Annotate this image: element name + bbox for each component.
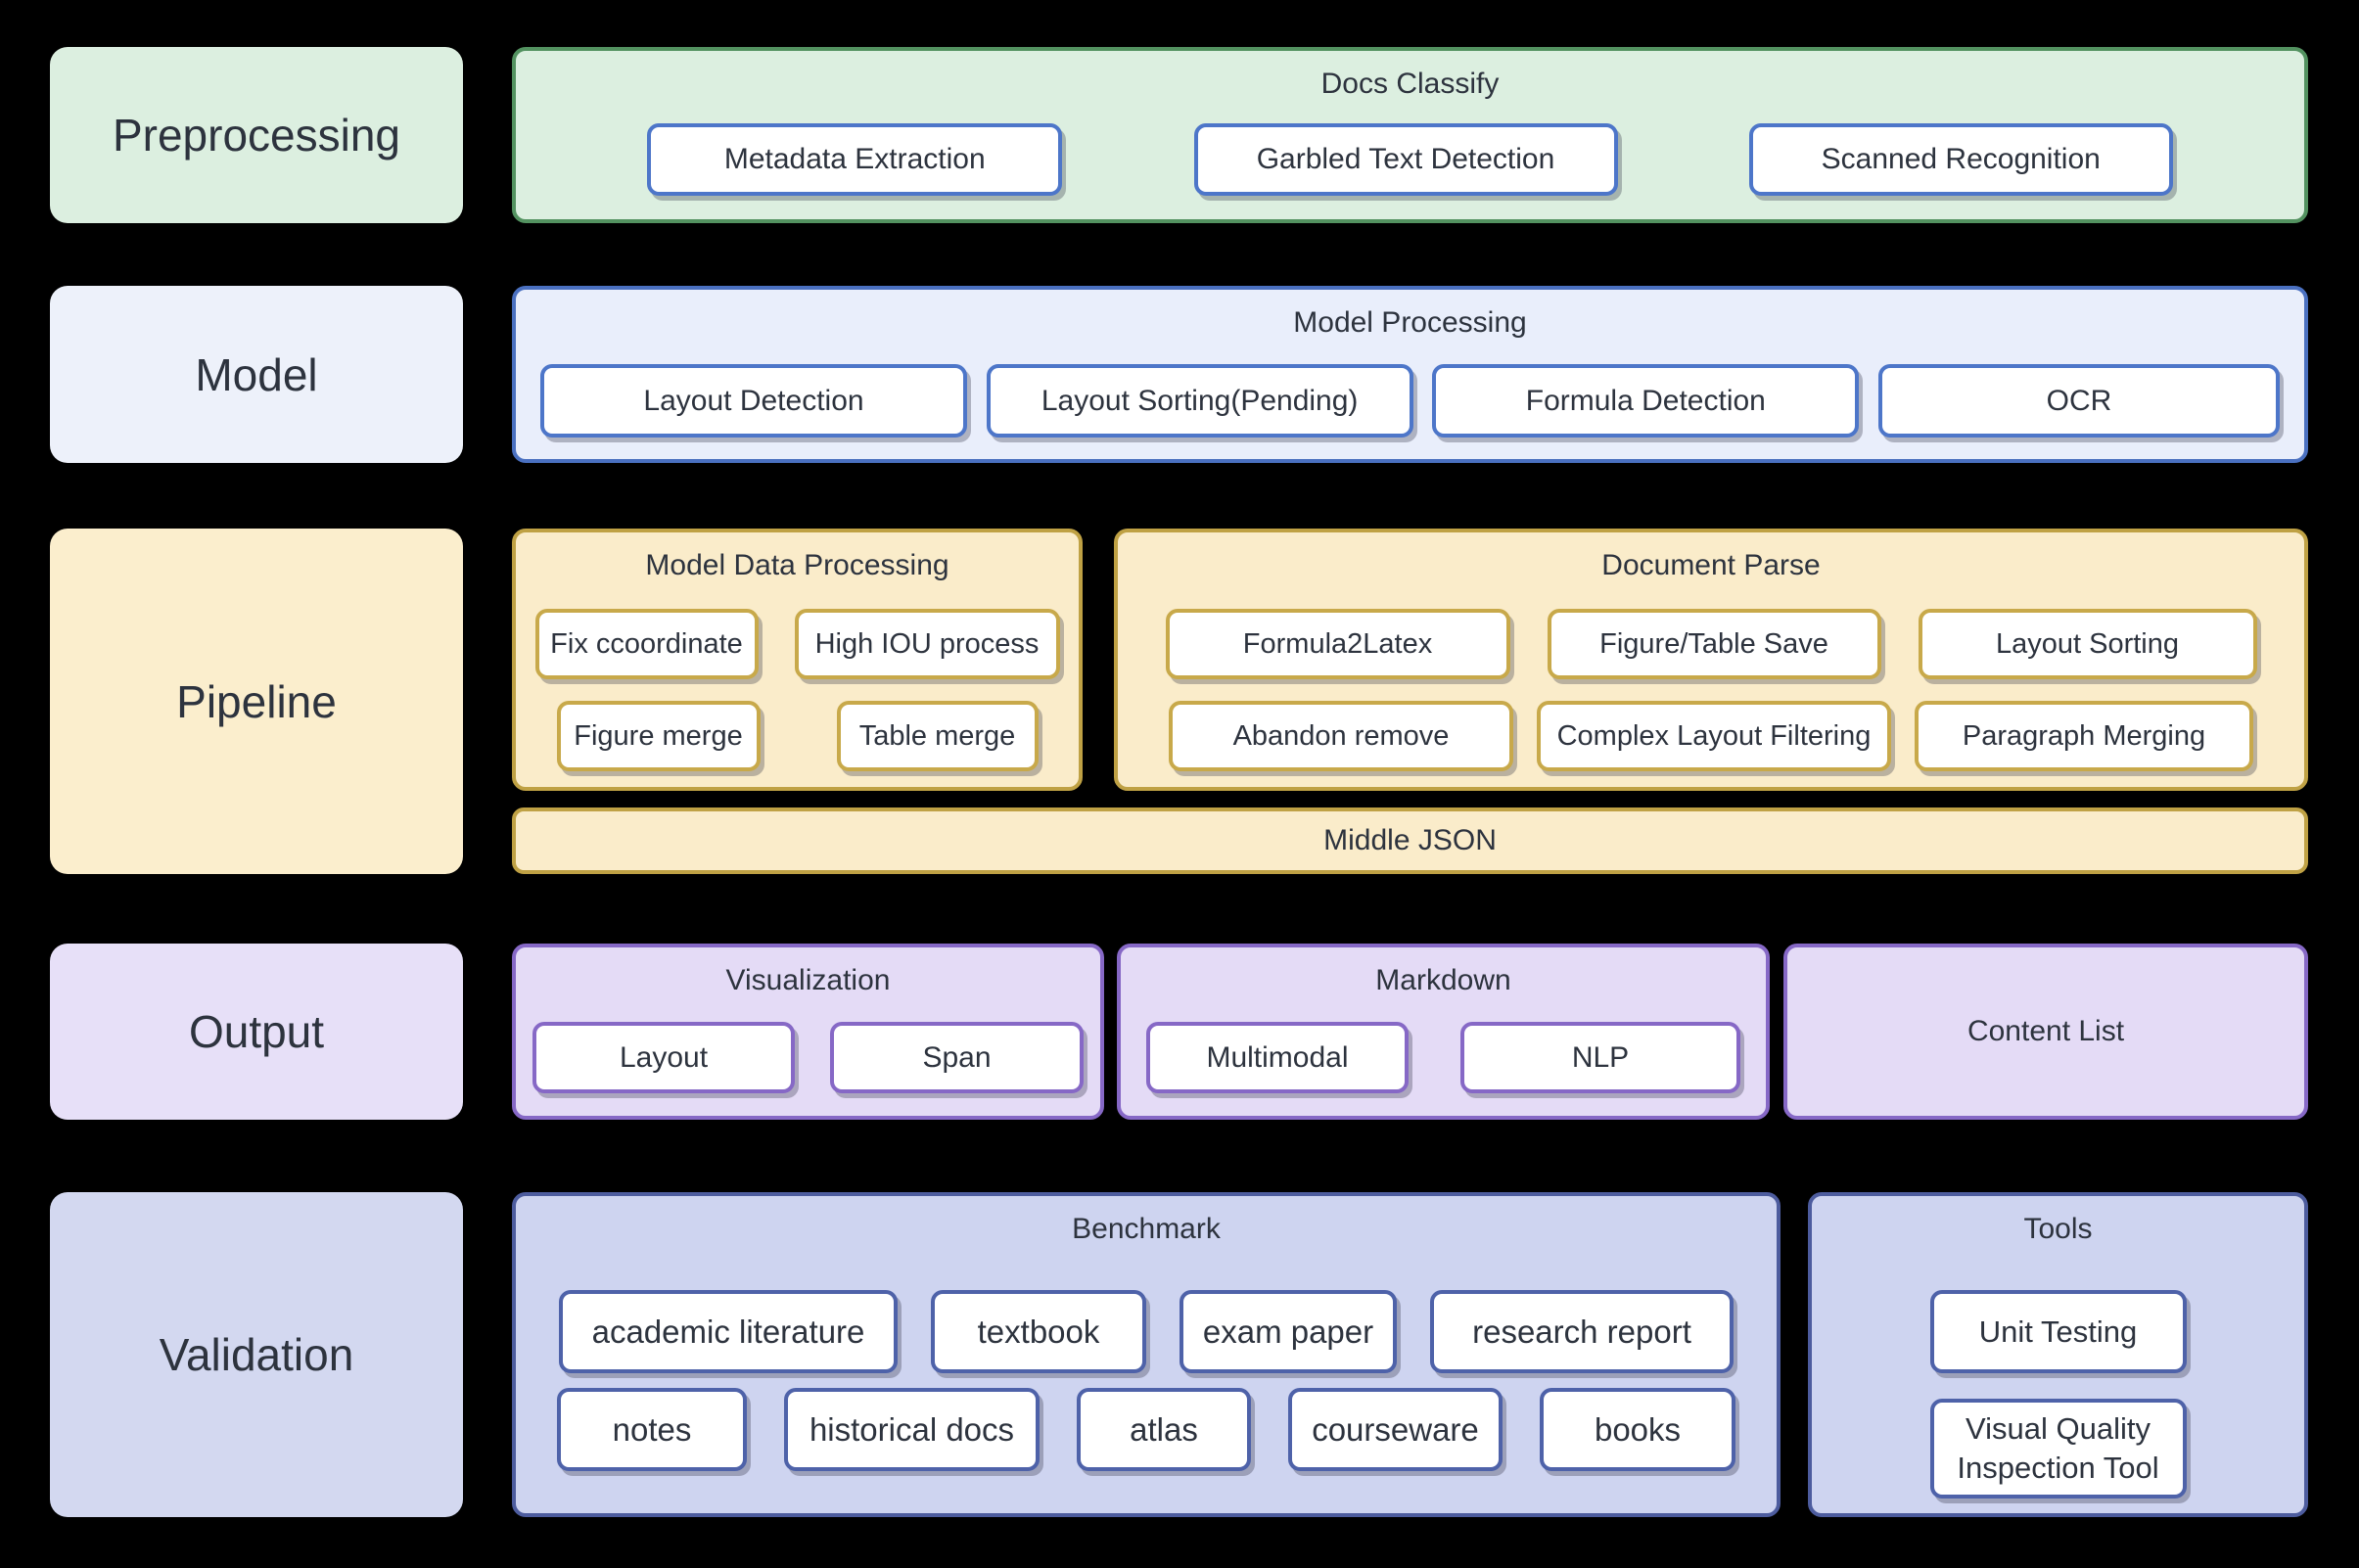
label-pipeline: Pipeline bbox=[50, 529, 463, 874]
node-table-merge: Table merge bbox=[836, 701, 1039, 771]
node-formula-detection: Formula Detection bbox=[1432, 364, 1860, 438]
node-ocr: OCR bbox=[1877, 364, 2280, 438]
group-document-parse: Document Parse Formula2Latex Figure/Tabl… bbox=[1114, 529, 2308, 791]
group-title: Document Parse bbox=[1601, 549, 1821, 581]
group-docs-classify: Docs Classify Metadata Extraction Garble… bbox=[512, 47, 2308, 223]
label-validation: Validation bbox=[50, 1192, 463, 1517]
node-layout: Layout bbox=[532, 1022, 795, 1093]
model-processing-nodes: Layout Detection Layout Sorting(Pending)… bbox=[516, 364, 2304, 438]
node-scanned-recognition: Scanned Recognition bbox=[1748, 123, 2173, 196]
group-title: Docs Classify bbox=[1320, 68, 1500, 100]
node-atlas: atlas bbox=[1077, 1388, 1251, 1471]
node-span: Span bbox=[830, 1022, 1084, 1093]
dp-row-1: Formula2Latex Figure/Table Save Layout S… bbox=[1118, 609, 2304, 679]
tools-row-2: Visual Quality Inspection Tool bbox=[1812, 1399, 2304, 1499]
node-figure-merge: Figure merge bbox=[556, 701, 761, 771]
node-visual-quality-inspection-tool: Visual Quality Inspection Tool bbox=[1929, 1399, 2187, 1499]
node-abandon-remove: Abandon remove bbox=[1169, 701, 1513, 771]
group-benchmark: Benchmark academic literature textbook e… bbox=[512, 1192, 1781, 1517]
node-formula2latex: Formula2Latex bbox=[1165, 609, 1510, 679]
label-output: Output bbox=[50, 944, 463, 1120]
node-high-iou-process: High IOU process bbox=[794, 609, 1060, 679]
node-academic-literature: academic literature bbox=[559, 1290, 898, 1373]
node-research-report: research report bbox=[1430, 1290, 1734, 1373]
benchmark-row-2: notes historical docs atlas courseware b… bbox=[516, 1388, 1777, 1471]
node-paragraph-merging: Paragraph Merging bbox=[1915, 701, 2253, 771]
middle-json-bar: Middle JSON bbox=[512, 807, 2308, 874]
node-layout-sorting-pending: Layout Sorting(Pending) bbox=[986, 364, 1413, 438]
node-historical-docs: historical docs bbox=[784, 1388, 1040, 1471]
node-multimodal: Multimodal bbox=[1146, 1022, 1409, 1093]
label-preprocessing: Preprocessing bbox=[50, 47, 463, 223]
markdown-nodes: Multimodal NLP bbox=[1121, 1022, 1766, 1093]
node-garbled-text-detection: Garbled Text Detection bbox=[1193, 123, 1618, 196]
node-courseware: courseware bbox=[1288, 1388, 1503, 1471]
node-nlp: NLP bbox=[1460, 1022, 1740, 1093]
node-textbook: textbook bbox=[931, 1290, 1146, 1373]
group-content-list: Content List bbox=[1783, 944, 2308, 1120]
mdp-row-2: Figure merge Table merge bbox=[516, 701, 1079, 771]
tools-row-1: Unit Testing bbox=[1812, 1290, 2304, 1373]
row-output: Output Visualization Layout Span Markdow… bbox=[50, 944, 2308, 1120]
group-title: Tools bbox=[2023, 1213, 2093, 1245]
node-layout-detection: Layout Detection bbox=[540, 364, 967, 438]
row-validation: Validation Benchmark academic literature… bbox=[50, 1192, 2308, 1517]
mdp-row-1: Fix ccoordinate High IOU process bbox=[516, 609, 1079, 679]
node-unit-testing: Unit Testing bbox=[1929, 1290, 2187, 1373]
group-model-processing: Model Processing Layout Detection Layout… bbox=[512, 286, 2308, 463]
node-notes: notes bbox=[557, 1388, 747, 1471]
row-preprocessing: Preprocessing Docs Classify Metadata Ext… bbox=[50, 47, 2308, 223]
node-exam-paper: exam paper bbox=[1180, 1290, 1397, 1373]
visualization-nodes: Layout Span bbox=[516, 1022, 1100, 1093]
label-model: Model bbox=[50, 286, 463, 463]
dp-row-2: Abandon remove Complex Layout Filtering … bbox=[1118, 701, 2304, 771]
node-fix-ccoordinate: Fix ccoordinate bbox=[534, 609, 759, 679]
group-title: Model Data Processing bbox=[645, 549, 949, 581]
node-layout-sorting: Layout Sorting bbox=[1918, 609, 2257, 679]
docs-classify-nodes: Metadata Extraction Garbled Text Detecti… bbox=[516, 123, 2304, 196]
row-pipeline: Pipeline Model Data Processing Fix ccoor… bbox=[50, 529, 2308, 874]
node-complex-layout-filtering: Complex Layout Filtering bbox=[1537, 701, 1891, 771]
node-books: books bbox=[1540, 1388, 1735, 1471]
group-tools: Tools Unit Testing Visual Quality Inspec… bbox=[1808, 1192, 2308, 1517]
group-title: Benchmark bbox=[1072, 1213, 1221, 1245]
group-visualization: Visualization Layout Span bbox=[512, 944, 1104, 1120]
row-model: Model Model Processing Layout Detection … bbox=[50, 286, 2308, 463]
group-model-data-processing: Model Data Processing Fix ccoordinate Hi… bbox=[512, 529, 1083, 791]
group-markdown: Markdown Multimodal NLP bbox=[1117, 944, 1770, 1120]
node-metadata-extraction: Metadata Extraction bbox=[647, 123, 1063, 196]
node-figure-table-save: Figure/Table Save bbox=[1547, 609, 1881, 679]
group-title: Markdown bbox=[1375, 964, 1511, 996]
benchmark-row-1: academic literature textbook exam paper … bbox=[516, 1290, 1777, 1373]
group-title: Model Processing bbox=[1293, 306, 1527, 339]
group-title: Visualization bbox=[725, 964, 891, 996]
